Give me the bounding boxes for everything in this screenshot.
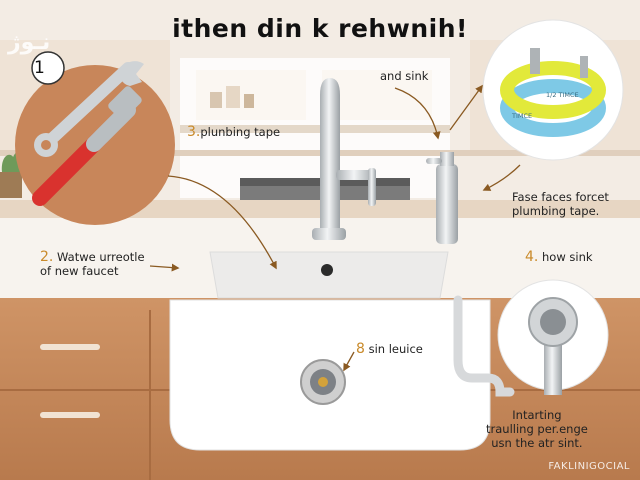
drain-closeup-circle <box>497 279 609 395</box>
shelf-jars <box>210 86 254 108</box>
sink-drain-hole <box>321 264 333 276</box>
farmhouse-sink <box>169 251 491 451</box>
tape-roll-text: 1/2 TIMCE <box>546 91 579 99</box>
and-sink-label: and sink <box>380 69 429 83</box>
how-sink-label: 4. how sink <box>525 250 593 264</box>
label-line: Fase faces forcet <box>512 190 609 204</box>
tape-roll-blue <box>500 79 606 137</box>
watermark-logo: نـوژ <box>8 30 51 55</box>
label-text: how sink <box>542 250 593 264</box>
step-number: 3. <box>187 124 201 140</box>
tape-roll-text-outer: TIMCE <box>511 112 532 120</box>
page-title: ithen din k rehwnih! <box>172 14 468 43</box>
label-line: traulling per.enge <box>486 422 588 436</box>
plumbing-tape-label: 3.plunbing tape <box>187 125 280 139</box>
plumbing-tape-closeup-circle: 1/2 TIMCE TIMCE <box>482 19 624 161</box>
label-text: plunbing tape <box>200 125 281 139</box>
tape-roll-yellow <box>500 61 606 119</box>
step-1-number: 1 <box>34 58 45 78</box>
label-line: Watwe urreotle <box>57 250 145 264</box>
label-line: of new faucet <box>40 264 119 278</box>
p-trap-pipe <box>453 295 515 397</box>
wrench-icon <box>34 61 144 157</box>
cabinet-handle <box>40 412 100 418</box>
sink-strainer <box>300 359 346 405</box>
sink-strainer-label: 8 sin leuice <box>356 342 423 356</box>
step-number: 4. <box>525 249 539 265</box>
label-line: usn the atr sint. <box>491 436 583 450</box>
adjustable-wrench-icon <box>32 86 142 206</box>
step-1-badge <box>31 51 65 85</box>
step-number: 2. <box>40 249 54 265</box>
soap-dispenser <box>426 152 458 244</box>
label-line: Intarting <box>512 408 562 422</box>
label-text: sin leuice <box>368 342 423 356</box>
faucet <box>312 78 376 240</box>
window <box>180 58 450 198</box>
credit-watermark: FAKLINIGOCIAL <box>548 461 630 472</box>
label-line: plumbing tape. <box>512 204 600 218</box>
step-number: 8 <box>356 341 365 357</box>
callout-arrows <box>149 84 521 372</box>
cabinet-handle <box>40 344 100 350</box>
wrench-closeup-circle <box>15 51 175 225</box>
